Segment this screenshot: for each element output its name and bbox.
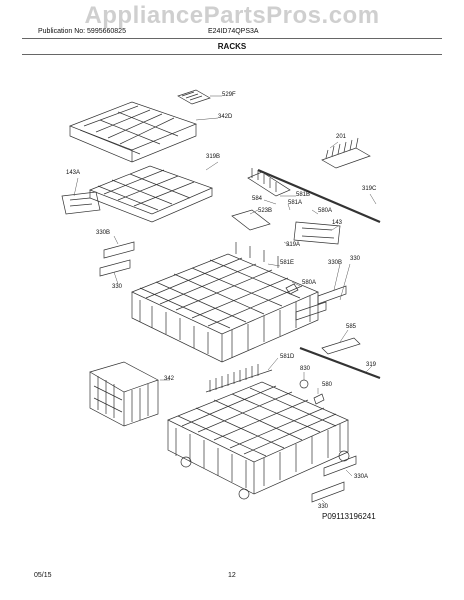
lower-rack — [167, 381, 350, 500]
callout-581D: 581D — [280, 354, 295, 360]
callout-319A: 319A — [286, 242, 301, 248]
callout-330B-left: 330B — [96, 230, 111, 236]
part-580A-mid — [285, 283, 299, 295]
callout-581B: 581B — [296, 192, 311, 198]
leader-lines — [73, 95, 377, 505]
model-number: E24ID74QPS3A — [208, 28, 259, 35]
part-342D — [69, 101, 197, 163]
part-581B — [247, 168, 291, 197]
part-330-bottom — [311, 481, 345, 503]
part-342 — [89, 361, 159, 427]
watermark: AppliancePartsPros.com — [84, 2, 380, 29]
callout-580: 580 — [322, 382, 333, 388]
callout-201: 201 — [336, 134, 347, 140]
callout-580A-mid: 580A — [302, 280, 317, 286]
part-529F — [177, 89, 211, 105]
callout-330A: 330A — [354, 474, 369, 480]
callout-330B-right: 330B — [328, 260, 343, 266]
part-523B — [231, 209, 271, 231]
part-330A — [323, 455, 357, 477]
callout-342: 342 — [164, 376, 175, 382]
section-rule — [22, 54, 442, 55]
callout-581E: 581E — [280, 260, 295, 266]
part-330-left — [99, 259, 131, 277]
publication-number: Publication No: 5995660825 — [38, 28, 126, 35]
header-rule — [22, 38, 442, 39]
callout-319: 319 — [366, 362, 377, 368]
callout-580A-top: 580A — [318, 208, 333, 214]
callout-143A: 143A — [66, 170, 81, 176]
callout-584: 584 — [252, 196, 263, 202]
part-143 — [293, 221, 341, 245]
part-585 — [321, 337, 361, 355]
part-330B-right — [317, 285, 347, 305]
callout-529F: 529F — [222, 92, 236, 98]
part-830 — [299, 379, 309, 389]
callout-330-left: 330 — [112, 284, 123, 290]
part-581D — [205, 364, 273, 393]
part-319C — [257, 168, 381, 224]
callout-330-bottom: 330 — [318, 504, 329, 510]
part-330-right — [295, 301, 327, 321]
part-201 — [321, 137, 371, 169]
callout-330-right: 330 — [350, 256, 361, 262]
figure-id: P09113196241 — [322, 512, 376, 521]
callout-319C: 319C — [362, 186, 377, 192]
section-title: RACKS — [217, 42, 247, 51]
callout-581A: 581A — [288, 200, 303, 206]
part-319 — [299, 346, 381, 380]
page-number: 12 — [228, 572, 236, 579]
callout-585: 585 — [346, 324, 357, 330]
callout-523B: 523B — [258, 208, 273, 214]
part-330B-left — [103, 241, 135, 259]
part-143A — [61, 191, 101, 215]
callout-830: 830 — [300, 366, 311, 372]
callout-143: 143 — [332, 220, 343, 226]
part-580 — [313, 393, 325, 405]
callout-319B: 319B — [206, 154, 221, 160]
footer-date: 05/15 — [34, 572, 52, 579]
callout-342D: 342D — [218, 114, 233, 120]
part-319A-upper-rack — [131, 242, 319, 363]
part-319B — [89, 165, 213, 223]
